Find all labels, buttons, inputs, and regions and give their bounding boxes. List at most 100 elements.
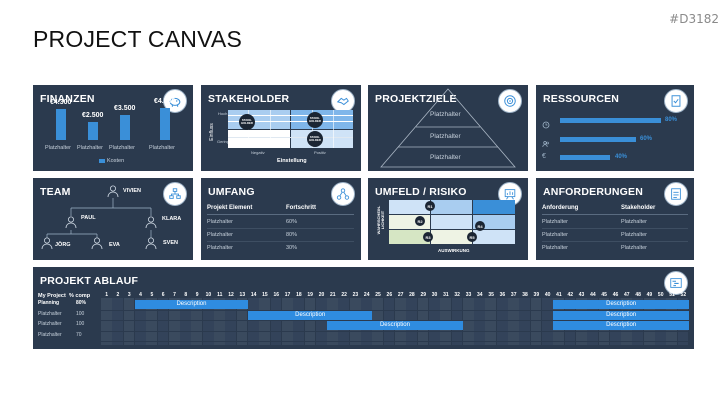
gantt-task-bar[interactable]: Description [327,321,463,330]
finanzen-bar [56,109,66,140]
euro-icon: € [542,153,546,160]
gantt-row-comp: 100 [76,321,85,327]
y-tick-low: Gering [217,139,230,144]
target-icon [498,89,522,113]
gantt-week-label: 27 [397,292,404,298]
finanzen-amount: €4.300 [50,99,72,107]
gantt-week-label: 37 [510,292,517,298]
risk-matrix [389,200,515,244]
panel-title: UMFELD / RISIKO [375,186,467,198]
gantt-week-label: 24 [363,292,370,298]
legend-swatch [99,159,105,163]
document-check-icon [664,89,688,113]
gantt-week-column [508,298,519,345]
gantt-week-column [146,298,158,345]
gantt-week-label: 29 [420,292,427,298]
gantt-task-bar[interactable]: Description [134,300,248,309]
gantt-week-label: 22 [341,292,347,298]
panel-umfang: UMFANG Projekt Element Fortschritt Platz… [201,178,361,260]
table-cell: Platzhalter [207,245,233,251]
person-icon [90,236,104,250]
person-icon [40,236,54,250]
goal-pyramid [380,88,516,168]
table-cell: Platzhalter [621,219,647,225]
gantt-week-label: 3 [127,292,131,298]
gantt-week-label: 51 [669,292,675,298]
slide-code: #D3182 [669,12,719,26]
gantt-week-label: 16 [273,292,280,298]
panel-projektziele: PROJEKTZIELE Platzhalter Platzhalter Pla… [368,85,528,171]
table-header: Stakeholder [621,205,656,211]
team-member: KLARA [162,216,182,222]
gantt-week-column [496,298,508,345]
gantt-week-column [225,298,237,345]
table-cell: Platzhalter [207,232,233,238]
finanzen-bar [160,107,170,140]
gantt-week-column [248,298,259,345]
goal-level-1: Platzhalter [430,111,461,118]
gantt-week-column [123,298,135,345]
gantt-week-label: 52 [680,292,687,298]
gantt-week-label: 10 [205,292,212,298]
table-cell: 30% [286,245,298,251]
gantt-row-name: Platzhalter [38,310,62,317]
risk-marker: R2 [415,216,425,226]
gantt-task-bar[interactable]: Description [248,310,373,320]
table-cell: Platzhalter [542,232,568,238]
resource-value: 60% [640,136,653,142]
gantt-week-label: 40 [544,292,551,298]
gantt-row-divider [101,309,689,311]
gantt-week-label: 2 [116,292,120,298]
gantt-week-label: 25 [375,292,381,298]
gantt-task-bar[interactable]: Description [553,310,689,320]
table-cell: 60% [286,219,298,225]
panel-title: UMFANG [208,186,255,198]
gantt-week-label: 17 [284,292,291,298]
gantt-icon [664,271,688,295]
panel-anforderungen: ANFORDERUNGEN Anforderung Stakeholder Pl… [536,178,694,260]
gantt-week-label: 23 [352,292,359,298]
risk-marker: R4 [475,221,485,231]
gantt-row-comp: 80% [76,300,87,306]
panel-title: ANFORDERUNGEN [543,186,644,198]
x-axis-label: Einstellung [277,158,307,164]
gantt-week-label: 20 [318,292,325,298]
team-tree-lines [46,198,152,238]
gantt-week-label: 13 [239,292,246,298]
legend-label: Kosten [107,157,125,164]
resource-bars [536,85,694,171]
gantt-task-bar[interactable]: Description [553,300,689,309]
gantt-week-label: 5 [150,292,154,298]
panel-title: RESSOURCEN [543,93,620,105]
resource-value: 80% [665,117,678,123]
gantt-week-label: 8 [184,292,188,298]
y-axis-label: WAHRSCHEIN-LICHKEIT [376,205,385,235]
finanzen-label: Platzhalter [149,145,175,151]
panel-title: PROJEKTZIELE [375,93,457,105]
gantt-week-label: 34 [477,292,483,298]
gantt-week-column [270,298,282,345]
handshake-icon [331,89,355,113]
team-member: JÖRG [55,242,71,248]
team-member: EVA [109,242,120,248]
panel-title: STAKEHOLDER [208,93,290,105]
y-tick-high: Hoch [218,111,228,116]
gantt-week-label: 4 [139,292,142,298]
gantt-week-label: 26 [386,292,393,298]
panel-stakeholder: STAKEHOLDER Einfluss Hoch Gering STAKE-H… [201,85,361,171]
gantt-week-column [315,298,327,345]
gantt-week-label: 38 [522,292,528,298]
gantt-week-label: 21 [330,292,336,298]
gantt-week-label: 18 [296,292,302,298]
gantt-week-column [202,298,214,345]
gantt-week-label: 15 [262,292,268,298]
resource-bar [560,155,611,160]
table-cell: Platzhalter [207,219,233,225]
panel-umfeld-risiko: UMFELD / RISIKO WAHRSCHEIN-LICHKEIT R1 R… [368,178,528,260]
gantt-week-column [101,298,112,345]
org-chart-icon [163,182,187,206]
risk-marker: R3 [423,232,433,242]
gantt-task-bar[interactable]: Description [553,321,689,330]
